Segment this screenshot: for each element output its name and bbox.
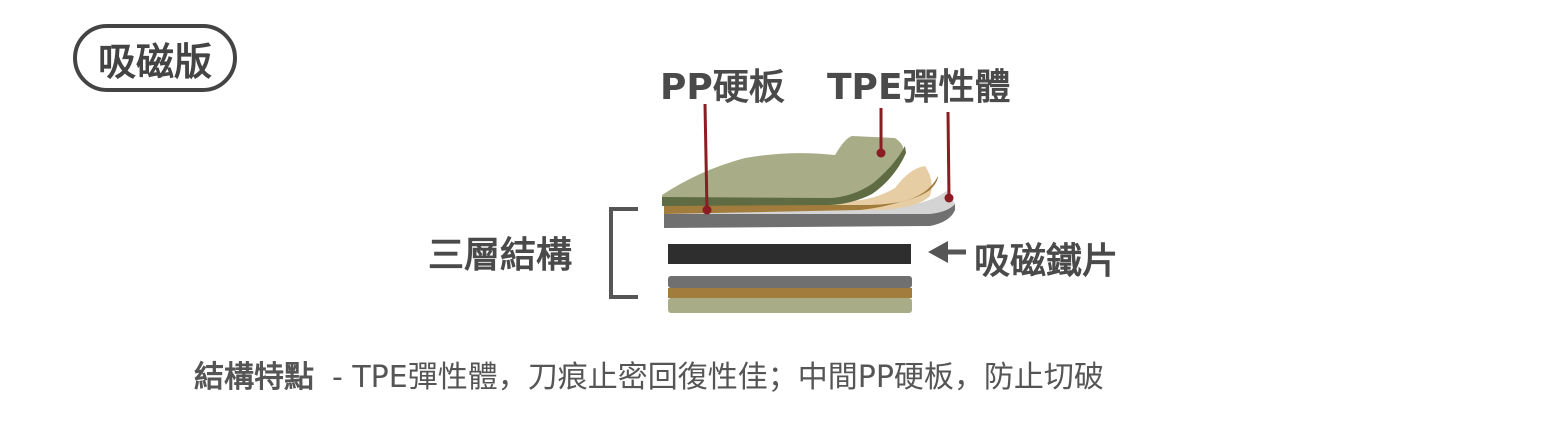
bottom-gray bbox=[668, 276, 912, 288]
label-tpe: TPE彈性體 bbox=[827, 67, 1011, 108]
pointer-tpe-dot bbox=[876, 148, 886, 158]
mat-olive-edge bbox=[662, 146, 906, 206]
description-text: - TPE彈性體，刀痕止密回復性佳；中間PP硬板，防止切破 bbox=[332, 360, 1104, 395]
mat-olive-top bbox=[662, 136, 904, 202]
mat-gray-edge bbox=[664, 204, 955, 228]
description-heading: 結構特點 bbox=[194, 360, 314, 395]
pointer-base bbox=[946, 111, 951, 199]
label-pp-board: PP硬板 bbox=[660, 67, 785, 108]
mat-brown-edge bbox=[664, 176, 938, 214]
label-magnet-sheet: 吸磁鐵片 bbox=[974, 241, 1119, 282]
structure-description: 結構特點 - TPE彈性體，刀痕止密回復性佳；中間PP硬板，防止切破 bbox=[194, 352, 1104, 396]
bracket bbox=[609, 207, 638, 299]
pointer-pp bbox=[703, 103, 709, 211]
label-three-layer: 三層結構 bbox=[428, 235, 573, 276]
left-arrow-icon bbox=[928, 241, 966, 263]
pointer-pp-dot bbox=[702, 205, 712, 215]
bottom-brown bbox=[668, 288, 912, 298]
magnet-sheet bbox=[668, 244, 911, 264]
version-badge: 吸磁版 bbox=[73, 24, 237, 92]
bottom-olive bbox=[668, 298, 912, 313]
pointer-base-dot bbox=[944, 193, 954, 203]
